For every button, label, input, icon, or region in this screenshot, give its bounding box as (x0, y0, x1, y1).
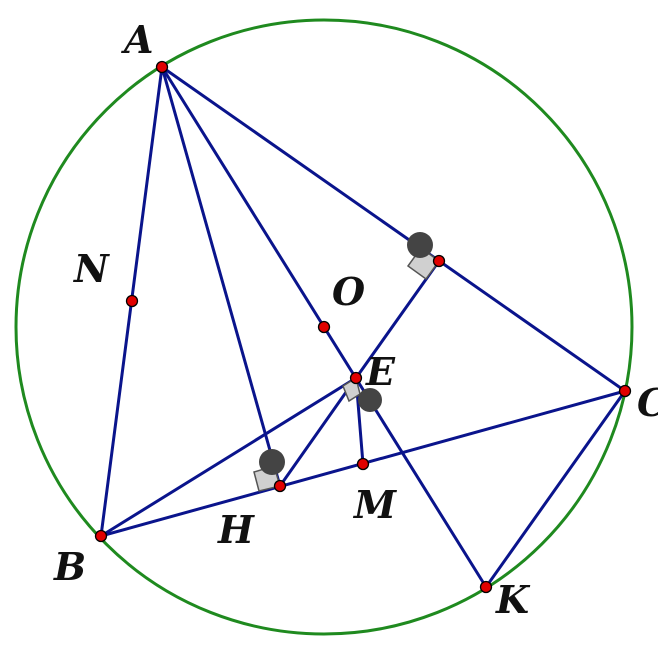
point-a (155, 60, 169, 74)
right-angle-arc-dot (358, 388, 382, 412)
label-o: O (332, 269, 365, 314)
point-foot-ac (432, 254, 446, 268)
point-n (125, 294, 139, 308)
point-c (618, 384, 632, 398)
point-k (479, 580, 493, 594)
segment-ck (484, 389, 627, 589)
labels: A N O E C H M B K (53, 17, 658, 622)
label-m: M (352, 482, 397, 527)
right-angle-arc-dot (259, 449, 285, 475)
segment-be (99, 376, 358, 538)
label-k: K (495, 577, 531, 622)
right-angle-marker-ac-foot (406, 232, 441, 281)
label-c: C (637, 380, 658, 425)
point-e (349, 371, 363, 385)
segment-e-foot (354, 259, 441, 380)
label-h: H (217, 507, 255, 552)
segment-he (278, 376, 358, 488)
segments (99, 65, 627, 589)
point-o (317, 320, 331, 334)
label-a: A (121, 17, 153, 62)
label-b: B (53, 544, 86, 589)
label-e: E (365, 349, 396, 394)
point-m (356, 457, 370, 471)
right-angle-marker-h (253, 449, 285, 492)
label-n: N (73, 246, 110, 291)
segment-ac (160, 65, 627, 393)
point-h (273, 479, 287, 493)
circumcircle (14, 18, 634, 636)
segment-ah (160, 65, 282, 488)
point-b (94, 529, 108, 543)
points (94, 60, 632, 594)
right-angle-arc-dot (407, 232, 433, 258)
